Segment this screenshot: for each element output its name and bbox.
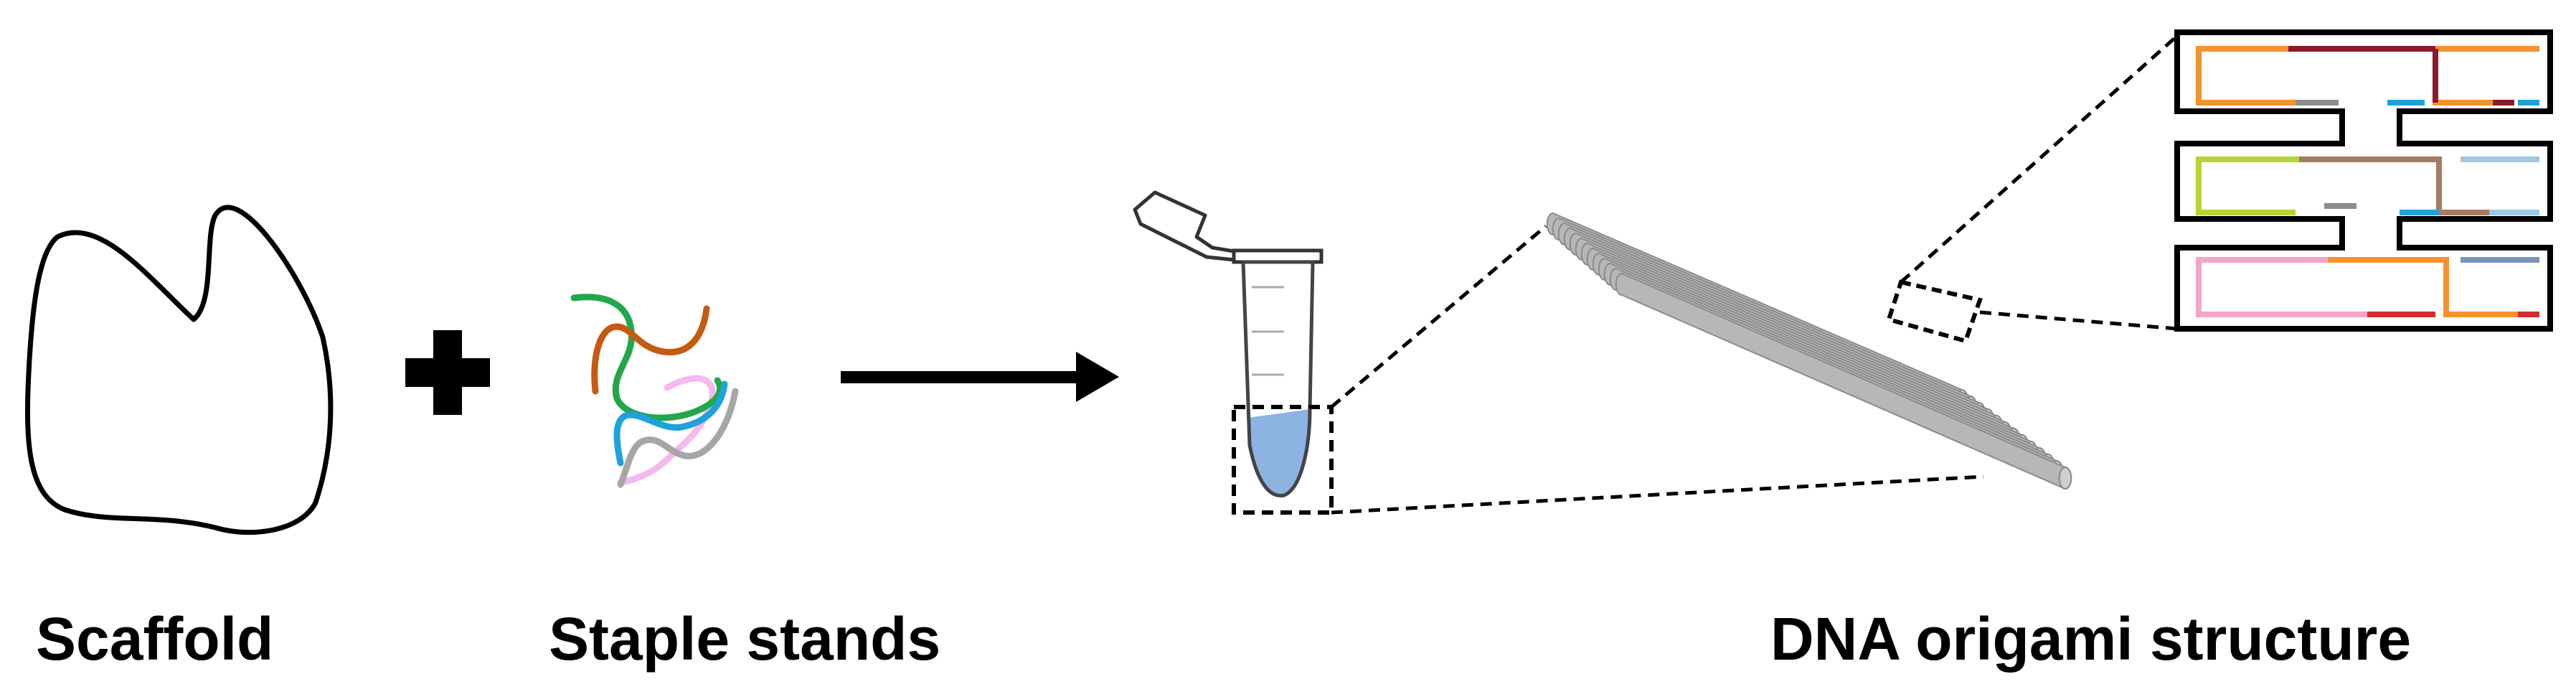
tube-icon	[1133, 190, 1334, 515]
tube-cap-lid	[1133, 190, 1236, 262]
strand-pink	[617, 375, 716, 486]
tube-liquid	[1247, 409, 1310, 496]
strand-green	[570, 294, 724, 421]
origami-rod	[1615, 272, 2072, 490]
helix-inset	[2174, 29, 2553, 332]
strand-blue	[613, 380, 728, 467]
tube-zoom-box	[1232, 405, 1334, 515]
origami-rods	[1546, 212, 2072, 490]
plus-icon	[405, 330, 490, 415]
origami-rod-end	[2058, 467, 2072, 490]
label-staple-strands: Staple stands	[549, 605, 941, 673]
strand-gray	[617, 388, 739, 488]
tube-body	[1241, 260, 1315, 497]
label-dna-origami-structure: DNA origami structure	[1770, 605, 2412, 673]
staple-strands-icon	[570, 294, 739, 488]
strand-orange	[591, 305, 710, 395]
arrow-right-icon	[841, 352, 1119, 402]
zoom-lines-tube	[1330, 225, 1984, 515]
label-scaffold: Scaffold	[36, 605, 274, 673]
scaffold-loop	[24, 205, 334, 535]
zoom-box-icon	[1886, 34, 2179, 344]
